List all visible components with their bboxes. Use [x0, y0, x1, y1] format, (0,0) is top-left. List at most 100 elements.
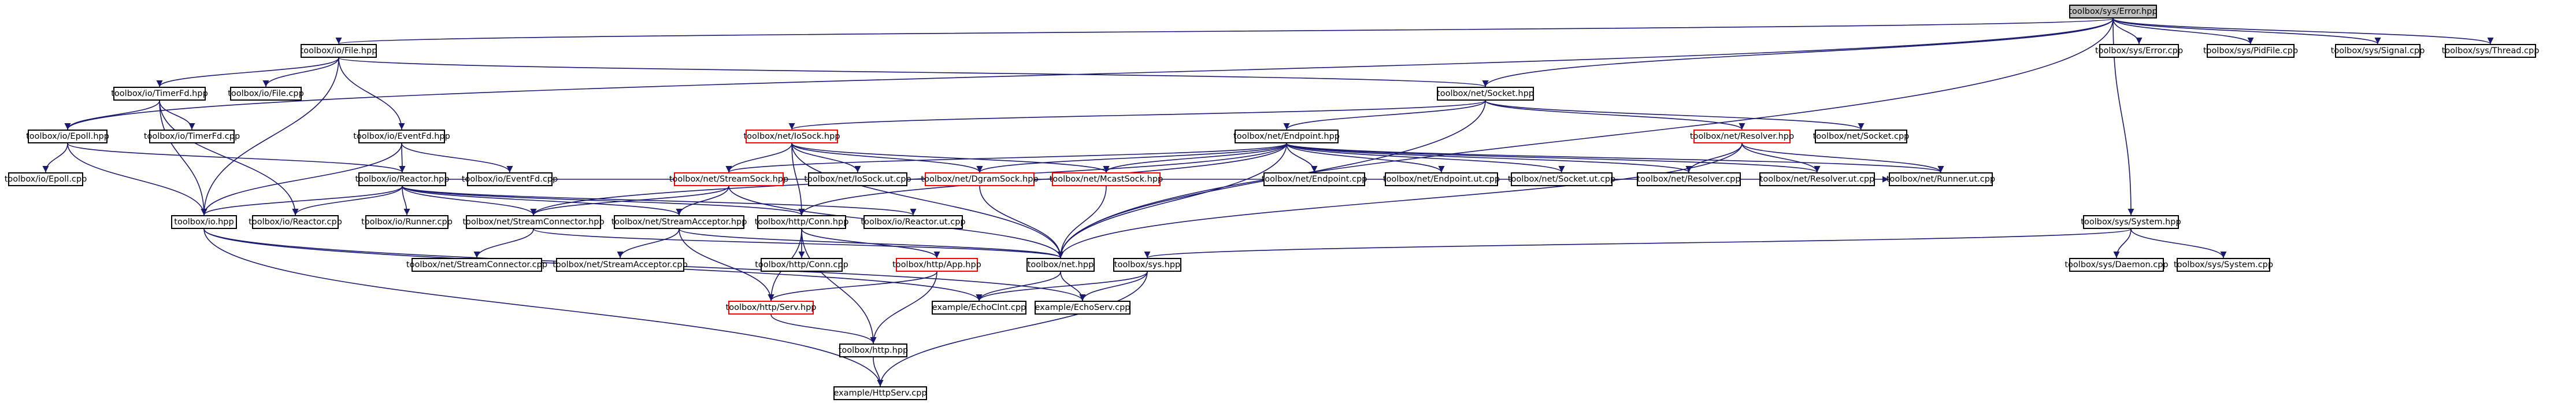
edge-io-timerfd-hpp-to-io-timerfd-cpp	[159, 100, 195, 130]
node-net-streamconnector-cpp[interactable]: toolbox/net/StreamConnector.cpp	[406, 258, 547, 272]
node-net-streamsock-hpp[interactable]: toolbox/net/StreamSock.hpp	[669, 172, 788, 186]
edge-http-app-hpp-to-http-serv-hpp	[768, 271, 937, 301]
node-sys-error-cpp[interactable]: toolbox/sys/Error.cpp	[2095, 44, 2183, 58]
node-net-socket-cpp[interactable]: toolbox/net/Socket.cpp	[1813, 130, 1909, 143]
node-net-streamconnector-hpp[interactable]: toolbox/net/StreamConnector.hpp	[462, 215, 605, 229]
node-net-endpoint-ut-cpp[interactable]: toolbox/net/Endpoint.ut.cpp	[1383, 172, 1500, 186]
node-io-file-cpp[interactable]: toolbox/io/File.cpp	[228, 87, 304, 101]
edge-net-streamconnector-hpp-to-net-streamconnector-cpp	[473, 228, 534, 258]
node-io-timerfd-hpp[interactable]: toolbox/io/TimerFd.hpp	[111, 87, 208, 101]
node-io-timerfd-cpp[interactable]: toolbox/io/TimerFd.cpp	[144, 130, 240, 143]
edge-net-endpoint-hpp-to-net-streamsock-hpp	[725, 143, 1287, 173]
node-net-resolver-cpp[interactable]: toolbox/net/Resolver.cpp	[1637, 172, 1741, 186]
node-net-endpoint-cpp[interactable]: toolbox/net/Endpoint.cpp	[1262, 172, 1367, 186]
node-http-app-hpp[interactable]: toolbox/http/App.hpp	[892, 258, 981, 272]
node-sys-thread-cpp[interactable]: toolbox/sys/Thread.cpp	[2442, 44, 2539, 58]
node-net-streamacceptor-cpp[interactable]: toolbox/net/StreamAcceptor.cpp	[553, 258, 688, 272]
node-io-reactor-ut-cpp[interactable]: toolbox/io/Reactor.ut.cpp	[861, 215, 966, 229]
edge-error-hpp-to-net-socket-hpp	[1482, 18, 2114, 87]
edge-io-reactor-hpp-to-io-reactor-cpp	[292, 186, 403, 216]
edge-io-file-hpp-to-io-timerfd-hpp	[156, 57, 339, 87]
edge-net-resolver-hpp-to-net-runner-ut-cpp	[1741, 143, 1944, 173]
node-http-conn-cpp[interactable]: toolbox/http/Conn.cpp	[755, 258, 848, 272]
node-example-httpserv-cpp[interactable]: example/HttpServ.cpp	[833, 386, 927, 400]
edge-error-hpp-to-sys-signal-cpp	[2112, 18, 2381, 45]
edge-net-socket-hpp-to-net-iosock-hpp	[788, 100, 1486, 130]
edge-net-endpoint-hpp-to-net-resolver-cpp	[1286, 143, 1692, 173]
node-net-mcastsock-hpp[interactable]: toolbox/net/McastSock.hpp	[1050, 172, 1163, 186]
edge-error-hpp-to-sys-error-cpp	[2112, 18, 2143, 45]
node-io-file-hpp[interactable]: toolbox/io/File.hpp	[301, 44, 377, 58]
edge-net-endpoint-hpp-to-net-mcastsock-hpp	[1103, 143, 1287, 173]
edge-net-streamsock-hpp-to-net-streamconnector-hpp	[530, 186, 729, 216]
node-io-eventfd-cpp[interactable]: toolbox/io/EventFd.cpp	[462, 172, 558, 186]
node-net-hpp[interactable]: toolbox/net.hpp	[1026, 258, 1095, 272]
edge-net-endpoint-hpp-to-net-resolver-ut-cpp	[1286, 143, 1821, 173]
node-sys-pidfile-cpp[interactable]: toolbox/sys/PidFile.cpp	[2203, 44, 2298, 58]
node-net-runner-ut-cpp[interactable]: toolbox/net/Runner.ut.cpp	[1886, 172, 1995, 186]
node-net-resolver-hpp[interactable]: toolbox/net/Resolver.hpp	[1690, 130, 1794, 143]
edge-net-socket-hpp-to-net-socket-cpp	[1485, 100, 1865, 130]
node-error-hpp: toolbox/sys/Error.hpp	[2069, 5, 2158, 19]
node-net-endpoint-hpp[interactable]: toolbox/net/Endpoint.hpp	[1233, 130, 1340, 143]
edge-sys-system-hpp-to-sys-daemon-cpp	[2113, 228, 2132, 258]
edge-io-file-hpp-to-io-eventfd-hpp	[338, 57, 405, 130]
node-sys-system-hpp[interactable]: toolbox/sys/System.hpp	[2081, 215, 2181, 229]
edge-net-streamconnector-hpp-to-net-hpp	[533, 228, 1064, 258]
edge-io-file-hpp-to-io-hpp	[201, 57, 339, 216]
node-io-eventfd-hpp[interactable]: toolbox/io/EventFd.hpp	[353, 130, 450, 143]
edge-net-hpp-to-example-echoclnt-cpp	[976, 271, 1061, 301]
edge-net-iosock-hpp-to-net-mcastsock-hpp	[791, 143, 1110, 173]
node-net-dgramsock-hpp[interactable]: toolbox/net/DgramSock.hpp	[921, 172, 1039, 186]
edge-io-reactor-hpp-to-io-reactor-ut-cpp	[402, 186, 917, 216]
edge-io-reactor-hpp-to-net-streamacceptor-hpp	[402, 186, 683, 216]
edge-io-epoll-hpp-to-io-reactor-hpp	[67, 143, 406, 173]
node-net-streamacceptor-hpp[interactable]: toolbox/net/StreamAcceptor.hpp	[611, 215, 747, 229]
node-io-reactor-hpp[interactable]: toolbox/io/Reactor.hpp	[355, 172, 449, 186]
node-net-resolver-ut-cpp[interactable]: toolbox/net/Resolver.ut.cpp	[1759, 172, 1875, 186]
edge-net-iosock-hpp-to-net-iosock-ut-cpp	[791, 143, 861, 173]
node-http-conn-hpp[interactable]: toolbox/http/Conn.hpp	[755, 215, 848, 229]
edge-net-endpoint-hpp-to-net-socket-ut-cpp	[1286, 143, 1565, 173]
node-sys-signal-cpp[interactable]: toolbox/sys/Signal.cpp	[2331, 44, 2425, 58]
node-io-runner-cpp[interactable]: toolbox/io/Runner.cpp	[361, 215, 453, 229]
node-net-socket-ut-cpp[interactable]: toolbox/net/Socket.ut.cpp	[1508, 172, 1615, 186]
edge-net-endpoint-hpp-to-net-hpp	[1057, 143, 1287, 258]
edge-error-hpp-to-sys-thread-cpp	[2112, 18, 2494, 45]
edge-net-mcastsock-hpp-to-net-hpp	[1057, 186, 1107, 258]
node-net-iosock-ut-cpp[interactable]: toolbox/net/IoSock.ut.cpp	[804, 172, 911, 186]
node-io-epoll-cpp[interactable]: toolbox/io/Epoll.cpp	[5, 172, 87, 186]
node-io-epoll-hpp[interactable]: toolbox/io/Epoll.hpp	[26, 130, 109, 143]
edge-net-dgramsock-hpp-to-net-hpp	[979, 186, 1064, 258]
edge-sys-system-hpp-to-sys-hpp	[1144, 228, 2132, 258]
node-sys-system-cpp[interactable]: toolbox/sys/System.cpp	[2174, 258, 2273, 272]
edge-io-file-hpp-to-io-file-cpp	[262, 57, 339, 87]
edge-net-streamacceptor-hpp-to-http-serv-hpp	[679, 228, 774, 301]
edge-sys-system-hpp-to-sys-system-cpp	[2130, 228, 2227, 258]
edge-io-eventfd-hpp-to-io-hpp	[201, 143, 402, 216]
edge-net-resolver-hpp-to-net-resolver-ut-cpp	[1741, 143, 1821, 173]
edge-io-file-hpp-to-net-socket-hpp	[338, 57, 1488, 87]
edge-sys-hpp-to-example-echoserv-cpp	[1079, 271, 1148, 301]
node-example-echoserv-cpp[interactable]: example/EchoServ.cpp	[1035, 301, 1131, 315]
node-net-iosock-hpp[interactable]: toolbox/net/IoSock.hpp	[743, 130, 840, 143]
edge-http-conn-hpp-to-http-app-hpp	[801, 228, 940, 258]
node-http-serv-hpp[interactable]: toolbox/http/Serv.hpp	[726, 301, 816, 315]
edge-error-hpp-to-sys-pidfile-cpp	[2112, 18, 2254, 45]
node-sys-hpp[interactable]: toolbox/sys.hpp	[1113, 258, 1181, 272]
node-io-hpp[interactable]: toolbox/io.hpp	[171, 215, 237, 229]
node-http-hpp[interactable]: toolbox/http.hpp	[839, 343, 908, 357]
node-net-socket-hpp[interactable]: toolbox/net/Socket.hpp	[1437, 87, 1534, 101]
edge-net-streamsock-hpp-to-net-streamacceptor-hpp	[676, 186, 729, 216]
edge-http-serv-hpp-to-http-hpp	[770, 314, 877, 344]
node-io-reactor-cpp[interactable]: toolbox/io/Reactor.cpp	[249, 215, 342, 229]
node-sys-daemon-cpp[interactable]: toolbox/sys/Daemon.cpp	[2064, 258, 2169, 272]
edge-net-endpoint-hpp-to-net-endpoint-ut-cpp	[1286, 143, 1445, 173]
edge-sys-hpp-to-example-httpserv-cpp	[877, 271, 1148, 387]
edge-net-iosock-hpp-to-net-streamsock-hpp	[725, 143, 792, 173]
edge-error-hpp-to-io-file-hpp	[336, 18, 2114, 45]
edge-io-reactor-hpp-to-net-streamconnector-hpp	[402, 186, 537, 216]
node-example-echoclnt-cpp[interactable]: example/EchoClnt.cpp	[932, 301, 1026, 315]
